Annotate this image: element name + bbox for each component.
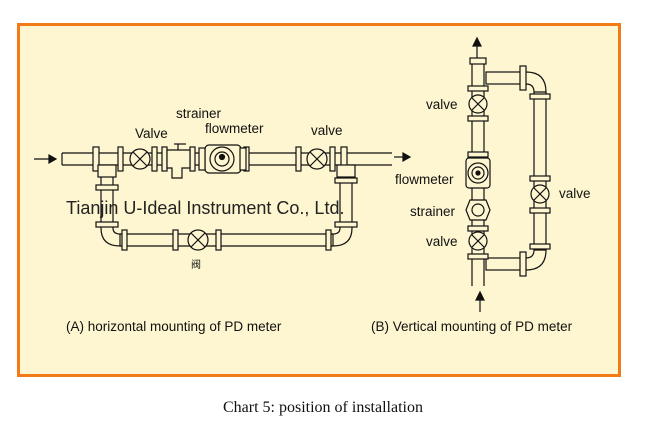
bypass-pipe: [120, 229, 333, 251]
label-flowmeter: flowmeter: [205, 121, 264, 136]
vertical-bypass-valve: [530, 184, 550, 204]
label-valve-left: Valve: [135, 126, 168, 141]
label-valve-bypass: valve: [559, 186, 591, 201]
vertical-flowmeter: [465, 157, 491, 189]
inlet-arrow: [34, 153, 58, 165]
left-tee: [92, 146, 121, 247]
vertical-valve-bottom: [468, 231, 488, 251]
vertical-inlet-arrow: [475, 290, 485, 312]
label-bypass-valve: 阀: [191, 258, 201, 271]
label-valve-top: valve: [426, 97, 458, 112]
caption-vertical: (B) Vertical mounting of PD meter: [371, 319, 573, 334]
label-valve-bottom: valve: [426, 234, 458, 249]
outlet-arrow: [394, 151, 412, 163]
vertical-outlet-arrow: [472, 36, 482, 60]
vertical-main-flanges: [467, 85, 489, 260]
watermark: Tianjin U-Ideal Instrument Co., Ltd.: [66, 198, 344, 218]
label-valve-right: valve: [311, 123, 343, 138]
horizontal-strainer: [166, 143, 191, 179]
caption-horizontal: (A) horizontal mounting of PD meter: [66, 319, 282, 334]
label-v-strainer: strainer: [410, 204, 456, 219]
right-tee: [332, 146, 358, 247]
figure-caption: Chart 5: position of installation: [223, 399, 423, 416]
horizontal-valve-right: [306, 148, 328, 170]
horizontal-bypass-valve: [172, 229, 222, 251]
vertical-strainer: [465, 199, 491, 221]
horizontal-valve-left: [129, 148, 151, 170]
horizontal-flowmeter: [198, 144, 247, 174]
vertical-top-tee: [485, 65, 547, 93]
vertical-bottom-tee: [485, 249, 547, 277]
label-v-flowmeter: flowmeter: [395, 172, 454, 187]
label-strainer: strainer: [176, 106, 222, 121]
horizontal-mounting: [34, 143, 412, 251]
vertical-mounting: [465, 36, 551, 312]
vertical-bypass-pipe: [529, 92, 551, 250]
vertical-valve-top: [468, 94, 488, 114]
